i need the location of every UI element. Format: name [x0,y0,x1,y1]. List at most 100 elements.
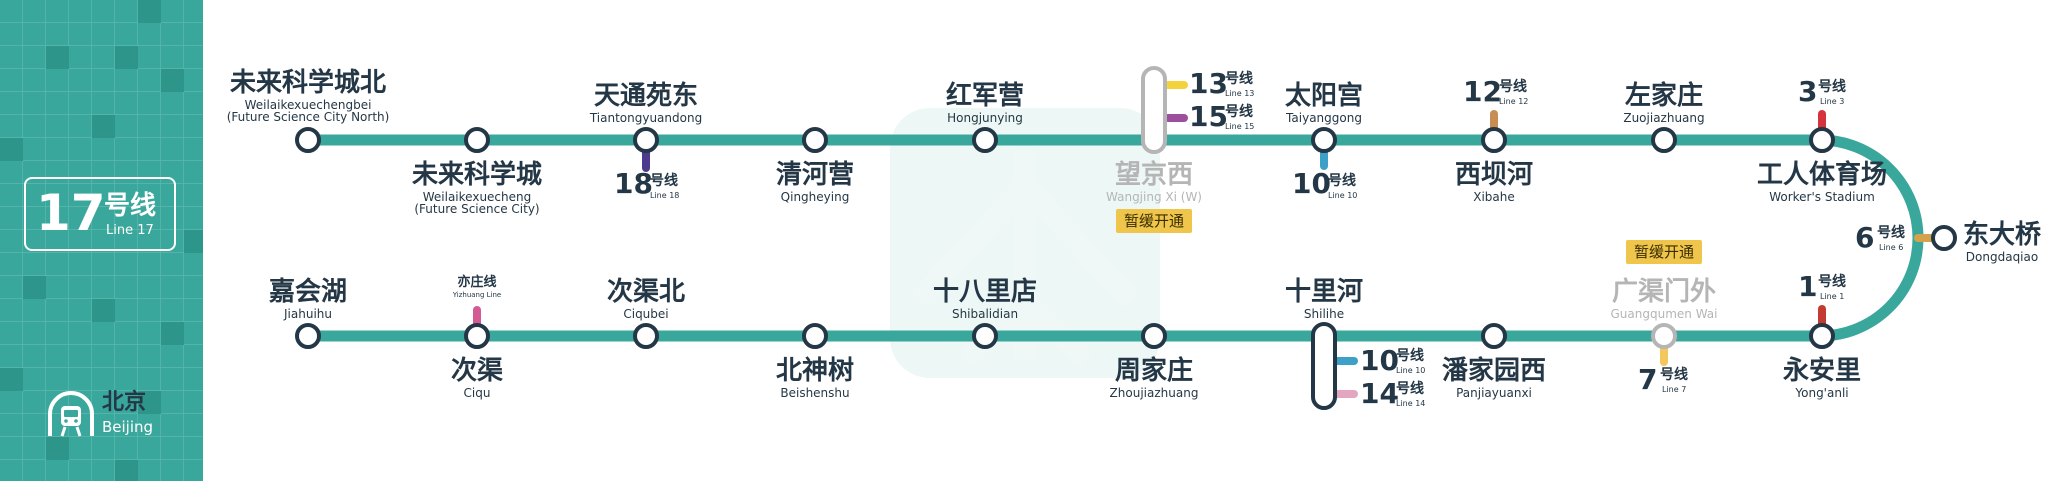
station-pinyin: Yong'anli [1795,386,1849,400]
transfer-hanzi: 号线 [1225,104,1253,120]
station-pinyin: Weilaikexuecheng [422,190,532,204]
transfer-hanzi: 号线 [650,173,678,189]
transfer-number: 12 [1463,75,1502,108]
station-marker-xbh [1481,127,1507,153]
station-marker-zjzh [1141,323,1167,349]
station-hjy: 红军营 Hongjunying [946,83,1024,124]
transfer-line-6: 6 号线 Line 6 [1855,224,1915,256]
station-marker-wlkxcb [295,127,321,153]
station-marker-pjyx [1481,323,1507,349]
station-name: 十里河 [1284,277,1364,307]
station-wjx: 望京西 Wangjing Xi (W) [1106,162,1202,203]
station-pinyin: Qingheying [780,190,850,204]
station-grtyc: 工人体育场 Worker's Stadium [1757,162,1887,203]
station-sbld: 十八里店 Shibalidian [933,279,1037,320]
transfer-line-7: 7 号线 Line 7 [1638,366,1698,398]
transfer-number: 7 [1638,363,1658,396]
station-pinyin: Zhoujiazhuang [1109,386,1199,400]
station-name: 广渠门外 [1611,277,1717,307]
station-cqb: 次渠北 Ciqubei [607,279,685,320]
station-name: 未来科学城 [411,160,543,190]
transfer-english: Line 3 [1820,97,1845,106]
suspended-badge: 暂缓开通 [1115,209,1193,233]
transfer-english: Line 10 [1396,366,1426,375]
transfer-english: Line 15 [1225,122,1255,131]
station-zjz: 左家庄 Zuojiazhuang [1623,83,1704,124]
station-name: 潘家园西 [1441,356,1547,386]
station-marker-zjz [1651,127,1677,153]
transfer-english: Line 6 [1879,243,1904,252]
station-marker-hjy [972,127,998,153]
line-side-panel: 17 号线 Line 17 北京 Beijing [0,0,203,481]
station-bss: 北神树 Beishenshu [776,358,854,399]
station-name: 北神树 [775,356,855,386]
city-name: 北京 [102,390,147,415]
station-name: 次渠 [450,356,504,386]
station-marker-gqmw [1651,323,1677,349]
transfer-hanzi: 号线 [1328,173,1356,189]
station-yal: 永安里 Yong'anli [1783,358,1861,399]
line-english: Line 17 [106,223,154,238]
city-name-english: Beijing [102,418,154,436]
line-hanzi: 号线 [104,191,157,221]
station-cq: 次渠 Ciqu [451,358,503,399]
station-ttyd: 天通苑东 Tiantongyuandong [590,83,702,124]
transfer-line-15: 15 号线 Line 15 [1189,103,1259,135]
transfer-english: Line 18 [650,191,680,200]
transfer-number: 15 [1189,100,1228,133]
station-marker-sbld [972,323,998,349]
station-pinyin: Shibalidian [951,307,1019,321]
transfer-line-10: 10 号线 Line 10 [1292,170,1362,202]
station-marker-wjx [1141,66,1167,154]
station-name: 次渠北 [606,277,686,307]
transfer-english: Line 12 [1499,97,1529,106]
station-marker-ddq [1931,225,1957,251]
station-name: 清河营 [775,160,855,190]
watermark-logo-icon [890,108,1160,378]
station-marker-yal [1809,323,1835,349]
transfer-hanzi: 号线 [1396,381,1424,397]
station-name: 东大桥 [1962,220,2042,250]
transfer-english: Yizhuang Line [452,291,502,299]
line-number: 17 [36,184,106,242]
station-name: 天通苑东 [593,81,698,111]
station-marker-wlkxc [464,127,490,153]
transfer-hanzi: 号线 [1818,79,1846,95]
transfer-line-12: 12 号线 Line 12 [1463,78,1533,110]
transfer-number: 6 [1855,221,1875,254]
transfer-number: 14 [1360,377,1399,410]
station-name: 未来科学城北 [229,68,386,98]
station-name: 红军营 [945,81,1025,111]
station-pinyin: Tiantongyuandong [589,111,703,125]
station-ddq: 东大桥 Dongdaqiao [1963,222,2041,263]
transfer-hanzi: 号线 [1877,225,1905,241]
transfer-hanzi: 号线 [1225,71,1253,87]
station-marker-ttyd [633,127,659,153]
station-name: 望京西 [1114,160,1194,190]
station-qhy: 清河营 Qingheying [776,162,854,203]
transfer-hanzi: 号线 [1660,367,1688,383]
station-marker-grtyc [1809,127,1835,153]
station-marker-cqb [633,323,659,349]
station-pinyin: Dongdaqiao [1965,250,2039,264]
station-marker-slh [1311,322,1337,410]
station-slh: 十里河 Shilihe [1285,279,1363,320]
transfer-hanzi: 号线 [1499,79,1527,95]
transfer-english: Line 1 [1820,292,1845,301]
transfer-yizhuang: 亦庄线 Yizhuang Line [453,276,502,299]
station-zjzh: 周家庄 Zhoujiazhuang [1110,358,1199,399]
transfer-english: Line 13 [1225,89,1255,98]
suspended-badge: 暂缓开通 [1625,240,1703,264]
metro-logo-icon [48,391,94,437]
station-name: 工人体育场 [1756,160,1888,190]
station-pjyx: 潘家园西 Panjiayuanxi [1442,358,1546,399]
station-pinyin-alt: (Future Science City) [414,202,540,216]
station-pinyin: Weilaikexuechengbei [244,98,372,112]
station-name: 嘉会湖 [268,277,348,307]
station-pinyin: Guangqumen Wai [1610,307,1718,321]
station-xbh: 西坝河 Xibahe [1455,162,1533,203]
transfer-line-18: 18 号线 Line 18 [614,170,684,202]
station-jhh: 嘉会湖 Jiahuihu [269,279,347,320]
transfer-number: 13 [1189,67,1228,100]
